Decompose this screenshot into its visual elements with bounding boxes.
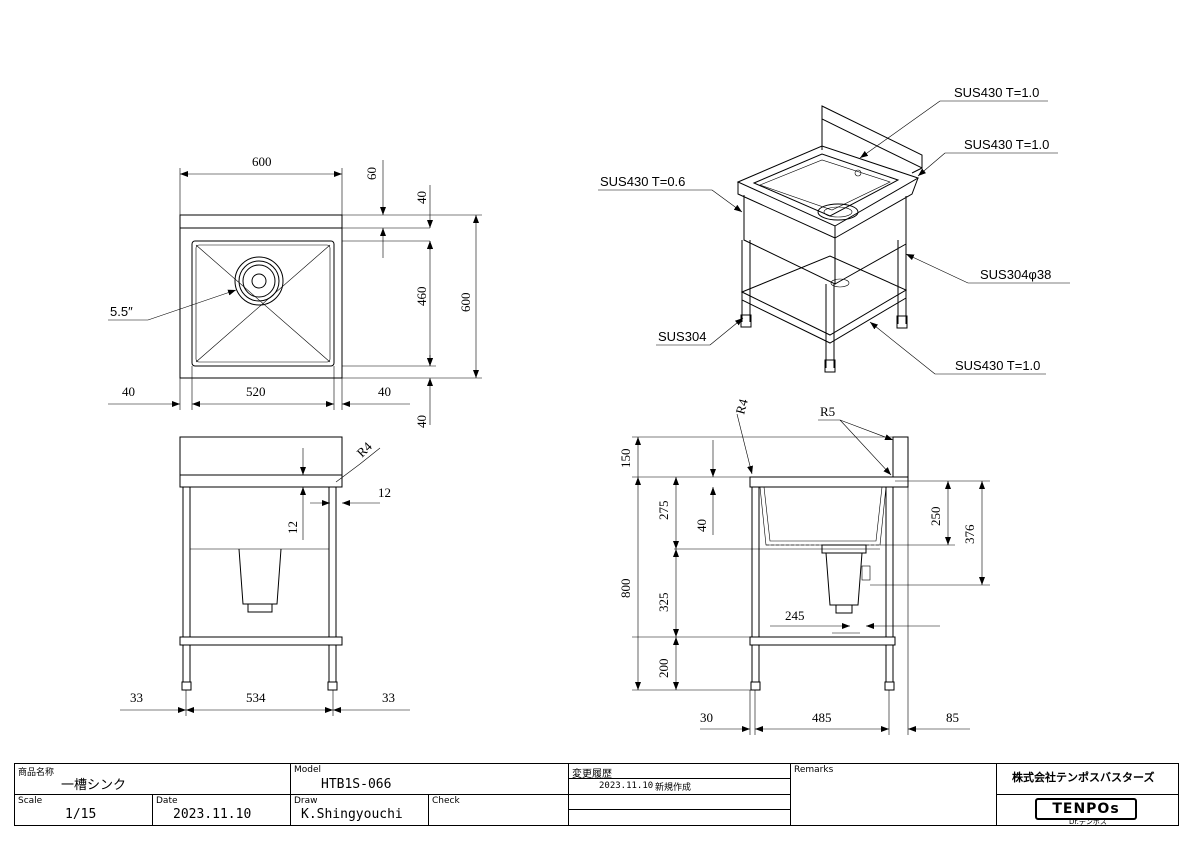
scale-cell: Scale 1/15 — [15, 795, 153, 825]
front-view: R4 12 12 33 534 33 — [120, 436, 410, 716]
dim-12-horizontal: 12 — [378, 485, 391, 500]
dim-backsplash-60: 60 — [364, 167, 379, 180]
history-note: 新規作成 — [655, 783, 692, 793]
remarks-cell: Remarks — [791, 764, 997, 825]
side-view: R4 R5 800 150 275 325 200 40 — [618, 397, 990, 735]
scale-caption: Scale — [18, 796, 43, 806]
title-block: 商品名称 一槽シンク Model HTB1S-066 変更履歴 2023.11.… — [14, 763, 1179, 826]
callout-shelf-material: SUS430 T=1.0 — [955, 358, 1040, 373]
callout-foot-material: SUS304 — [658, 329, 706, 344]
dim-275: 275 — [656, 501, 671, 521]
check-cell: Check — [429, 795, 569, 825]
dim-r5-side: R5 — [820, 404, 835, 419]
logo-text: TENPOs — [1052, 801, 1120, 817]
dim-leg-left-33: 33 — [130, 690, 143, 705]
dim-depth-600: 600 — [458, 293, 473, 313]
logo-subtext: Dr.テンポス — [1069, 818, 1107, 826]
dim-leg-right-33: 33 — [382, 690, 395, 705]
model-number: HTB1S-066 — [321, 777, 392, 792]
history-caption: 変更履歴 — [572, 769, 612, 780]
model-cell: Model HTB1S-066 — [291, 764, 569, 795]
dim-376: 376 — [962, 524, 977, 544]
date-caption: Date — [156, 796, 178, 806]
dim-rim-bottom-40: 40 — [414, 415, 429, 428]
draw-cell: Draw K.Shingyouchi — [291, 795, 429, 825]
dim-leg-span-534: 534 — [246, 690, 266, 705]
technical-drawing: 5.5″ 600 60 40 460 600 40 — [108, 85, 1070, 735]
dim-r4-side: R4 — [732, 397, 751, 416]
tenpos-logo: TENPOs — [1035, 798, 1137, 820]
remarks-caption: Remarks — [794, 765, 834, 775]
isometric-view: SUS430 T=1.0 SUS430 T=1.0 SUS430 T=0.6 S… — [598, 85, 1070, 375]
scale-value: 1/15 — [65, 807, 97, 822]
plan-view: 5.5″ 600 60 40 460 600 40 — [108, 154, 482, 428]
check-caption: Check — [432, 796, 460, 806]
dim-right-40: 40 — [378, 384, 391, 399]
dim-left-40: 40 — [122, 384, 135, 399]
dim-30: 30 — [700, 710, 713, 725]
dim-backsplash-150: 150 — [618, 449, 633, 469]
dim-rim-top-40: 40 — [414, 191, 429, 204]
dim-325: 325 — [656, 593, 671, 613]
dim-bowl-width-520: 520 — [246, 384, 266, 399]
model-caption: Model — [294, 765, 322, 775]
date-value: 2023.11.10 — [173, 807, 252, 822]
dim-485: 485 — [812, 710, 832, 725]
drain-size-label: 5.5″ — [110, 304, 133, 319]
product-name: 一槽シンク — [61, 778, 127, 793]
history-extra-cell — [569, 795, 791, 825]
date-cell: Date 2023.11.10 — [153, 795, 291, 825]
product-name-caption: 商品名称 — [18, 768, 55, 778]
dim-12-vertical: 12 — [285, 521, 300, 534]
dim-r4-front: R4 — [354, 438, 376, 460]
dim-bowl-460: 460 — [414, 287, 429, 307]
dim-85: 85 — [946, 710, 959, 725]
dim-width-600: 600 — [252, 154, 272, 169]
dim-bowl-depth-250: 250 — [928, 507, 943, 527]
dim-200: 200 — [656, 659, 671, 679]
callout-leg-material: SUS304φ38 — [980, 267, 1051, 282]
draw-value: K.Shingyouchi — [301, 807, 403, 822]
draw-caption: Draw — [294, 796, 318, 806]
callout-body-material: SUS430 T=0.6 — [600, 174, 685, 189]
dim-height-800: 800 — [618, 579, 633, 599]
dim-40-side: 40 — [694, 519, 709, 532]
product-name-cell: 商品名称 一槽シンク — [15, 764, 291, 795]
logo-cell: TENPOs Dr.テンポス — [997, 795, 1178, 826]
history-date: 2023.11.10 — [599, 781, 654, 791]
dim-drain-offset-245: 245 — [785, 608, 805, 623]
callout-backsplash-material: SUS430 T=1.0 — [954, 85, 1039, 100]
company-cell: 株式会社テンポスバスターズ — [997, 764, 1178, 795]
callout-top-material: SUS430 T=1.0 — [964, 137, 1049, 152]
company-name: 株式会社テンポスバスターズ — [1012, 771, 1155, 784]
history-cell: 変更履歴 2023.11.10 新規作成 — [569, 764, 791, 795]
